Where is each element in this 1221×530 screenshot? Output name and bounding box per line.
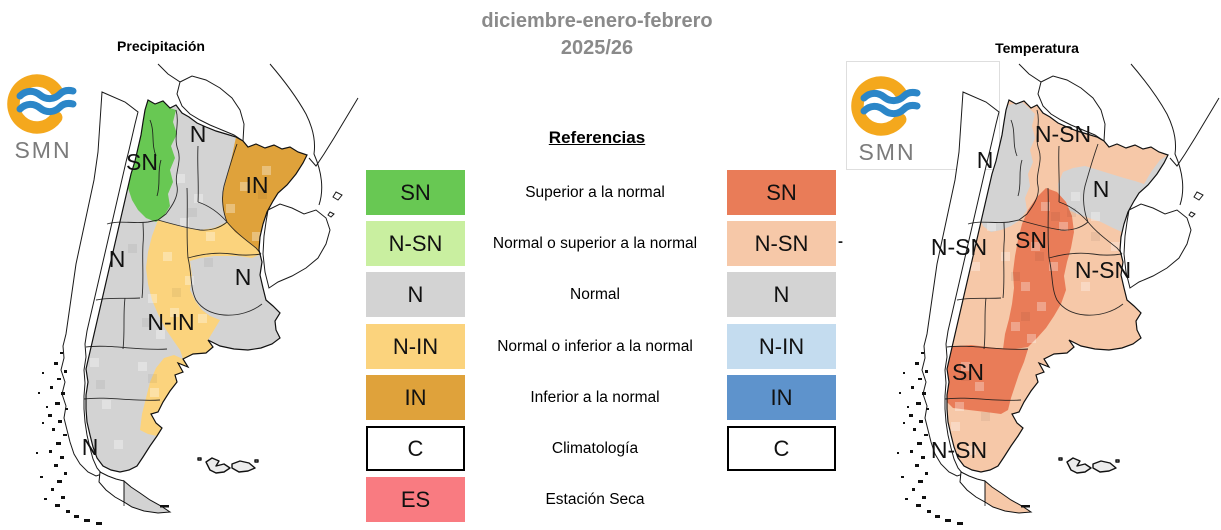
region-label: SN bbox=[1015, 227, 1047, 253]
logo-wave-bottom bbox=[860, 101, 921, 118]
smn-logo-text: SMN bbox=[858, 139, 916, 165]
tierra-del-fuego-argentina bbox=[123, 480, 171, 514]
precipitation-map-title: Precipitación bbox=[117, 38, 205, 54]
precipitation-map: SN N IN N N N-IN N bbox=[36, 63, 359, 525]
legend-swatch-precip-nin: N-IN bbox=[366, 324, 465, 369]
region-label: N bbox=[235, 264, 252, 290]
region-label: N-SN bbox=[1075, 257, 1131, 283]
tierra-del-fuego-chile bbox=[959, 471, 986, 503]
pixel-texture-dark bbox=[961, 208, 1100, 421]
region-label: N bbox=[977, 147, 994, 173]
legend-desc: Estación Seca bbox=[545, 490, 645, 508]
legend-swatch-temp-sn: SN bbox=[727, 170, 836, 215]
legend-swatch-temp-nin: N-IN bbox=[727, 324, 836, 369]
logo-wave-bottom bbox=[16, 99, 77, 116]
legend-swatch-precip-sn: SN bbox=[366, 170, 465, 215]
legend-desc: Normal o superior a la normal bbox=[492, 234, 698, 252]
period-title-line1: diciembre-enero-febrero bbox=[481, 10, 713, 32]
legend-swatch-precip-in: IN bbox=[366, 375, 465, 420]
pixel-texture-dark bbox=[96, 190, 267, 389]
legend-title: Referencias bbox=[548, 128, 646, 147]
malvinas-islands bbox=[1058, 457, 1120, 474]
legend-desc: Normal o inferior a la normal bbox=[497, 337, 693, 355]
legend-desc: Normal bbox=[570, 285, 620, 303]
legend-swatch-precip-n: N bbox=[366, 272, 465, 317]
legend-swatch-temp-n: N bbox=[727, 272, 836, 317]
legend-desc: Climatología bbox=[551, 439, 639, 457]
malvinas-islands bbox=[197, 457, 259, 474]
region-label: IN bbox=[246, 172, 269, 198]
region-label: N-IN bbox=[147, 309, 194, 335]
smn-logo-precipitation: SMN bbox=[6, 72, 80, 164]
legend-swatch-temp-c: C bbox=[727, 426, 836, 471]
legend-desc: Inferior a la normal bbox=[530, 388, 660, 406]
smn-logo-icon bbox=[7, 74, 77, 134]
legend-swatch-temp-in: IN bbox=[727, 375, 836, 420]
tierra-del-fuego-chile bbox=[98, 471, 125, 503]
precipitation-labels: SN N IN N N N-IN N bbox=[82, 121, 269, 460]
logo-ring bbox=[851, 76, 907, 136]
region-label: N-SN bbox=[931, 234, 987, 260]
temperature-labels: N-SN N N N-SN SN N-SN SN N-SN bbox=[931, 121, 1131, 463]
region-label: N bbox=[1093, 176, 1110, 202]
legend-swatch-precip-nsn: N-SN bbox=[366, 221, 465, 266]
temperature-map: N-SN N N N-SN SN N-SN SN N-SN bbox=[897, 63, 1220, 525]
region-label: SN bbox=[952, 359, 984, 385]
period-title-line2: 2025/26 bbox=[560, 37, 634, 59]
logo-ring bbox=[7, 74, 63, 134]
region-label: N-SN bbox=[1035, 121, 1091, 147]
logo-wave-top bbox=[16, 86, 77, 103]
period-title: diciembre-enero-febrero 2025/26 bbox=[417, 8, 777, 62]
region-label: N bbox=[82, 434, 99, 460]
smn-logo-temperature: SMN bbox=[850, 74, 924, 166]
logo-wave-top bbox=[860, 88, 921, 105]
region-label: N bbox=[190, 121, 207, 147]
south-islet bbox=[160, 505, 169, 508]
region-label: N-SN bbox=[931, 437, 987, 463]
legend-desc: Superior a la normal bbox=[525, 183, 665, 201]
legend-swatch-temp-nsn: N-SN bbox=[727, 221, 836, 266]
tierra-del-fuego-argentina bbox=[984, 480, 1032, 514]
region-label: SN bbox=[126, 149, 158, 175]
smn-logo-icon bbox=[851, 76, 921, 136]
legend-swatch-precip-es: ES bbox=[366, 477, 465, 522]
south-islet bbox=[1021, 505, 1030, 508]
temperature-map-title: Temperatura bbox=[995, 40, 1079, 56]
region-label: N bbox=[109, 246, 126, 272]
smn-logo-text: SMN bbox=[14, 137, 72, 163]
legend-dash: - bbox=[838, 233, 843, 250]
legend-swatch-precip-c: C bbox=[366, 426, 465, 471]
